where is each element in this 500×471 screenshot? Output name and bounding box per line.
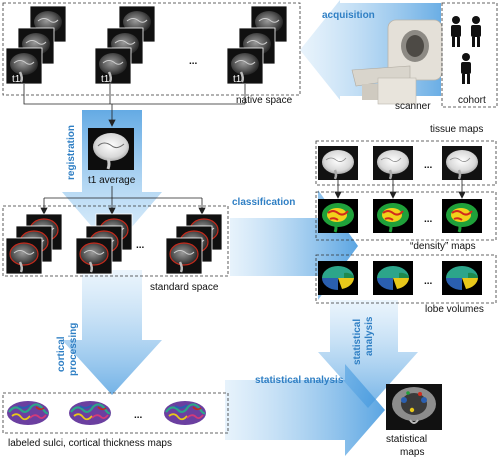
cortical-surface-image [67,399,113,427]
statistical-analysis-label: statistical analysis [255,375,344,386]
lobe-volumes-box [315,254,497,304]
standard-scan-image [164,236,204,276]
classification-label: classification [232,197,295,208]
cortical-maps-box [2,392,229,434]
statistical-label: statistical [386,434,427,445]
density-maps-box [315,191,497,241]
density-map-image [316,197,360,235]
t2-label: t2 [46,64,55,75]
standard-space-group: ... [2,186,229,277]
pd-label: pd [57,42,68,53]
lobe-volume-image [442,261,482,295]
analysis-vertical-label: analysis [364,316,375,356]
t1-label: t1 [101,74,110,85]
statistical-analysis-bottom-arrow [225,364,385,456]
native-to-average-connectors [23,84,246,127]
person-icon [471,16,481,47]
lobe-volumes-label: lobe volumes [425,304,484,315]
pd-label: pd [277,42,288,53]
person-icon [451,16,461,47]
acquisition-label: acquisition [322,10,375,21]
standard-scan-image [74,236,114,276]
standard-scan-image [4,236,44,276]
ellipsis: ... [424,160,433,171]
scanner-label: scanner [395,101,431,112]
native-space-group: pd t2 t1 pd t2 t1 pd t2 t1 ... native sp… [2,2,301,106]
cohort-label: cohort [458,95,486,106]
ellipsis: ... [424,214,433,225]
ellipsis: ... [189,56,198,67]
density-map-image [371,197,415,235]
registration-arrow [62,110,162,250]
t2-label: t2 [266,64,275,75]
t2-label: t2 [135,64,144,75]
statistical-maps-image [386,384,442,430]
maps-label: maps [400,447,424,458]
tissue-map-image [440,144,484,182]
tissue-map-image [371,144,415,182]
tissue-map-image [316,144,360,182]
t1-label: t1 [233,74,242,85]
t1-average-label: t1 average [88,175,136,186]
t1-label: t1 [12,74,21,85]
scanner-image [351,19,443,105]
native-space-label: native space [236,95,293,106]
cortical-processing-arrow [62,270,162,395]
tissue-to-density-connectors [334,180,466,199]
cortical-label: cortical [56,336,67,372]
density-maps-label: “density” maps [410,241,476,252]
tissue-maps-group: ... [315,140,497,186]
cohort-box [441,2,498,108]
standard-space-box [2,205,229,277]
ellipsis: ... [136,240,145,251]
processing-label: processing [68,323,79,376]
person-icon [461,53,471,84]
ellipsis: ... [424,276,433,287]
cortical-surface-image [5,399,51,427]
tissue-maps-label: tissue maps [430,124,483,135]
density-maps-group: ... [315,191,497,241]
cortical-maps-group: ... [2,392,229,434]
tissue-maps-box [315,140,497,186]
density-map-image [440,197,484,235]
statistical-vertical-label: statistical [352,319,363,365]
lobe-volume-image [373,261,413,295]
t1-average-image [88,128,134,170]
lobe-volume-image [318,261,358,295]
statistical-analysis-arrow [318,300,418,408]
cortical-surface-image [162,399,208,427]
native-space-box [2,2,301,96]
lobe-volumes-group: ... [315,254,497,304]
standard-space-label: standard space [150,282,219,293]
cohort-group: cohort [441,2,498,108]
registration-label: registration [66,125,77,180]
ellipsis: ... [134,410,143,421]
pd-label: pd [146,42,157,53]
average-to-standard-connectors [40,186,206,215]
labeled-sulci-label: labeled sulci, cortical thickness maps [8,438,172,449]
